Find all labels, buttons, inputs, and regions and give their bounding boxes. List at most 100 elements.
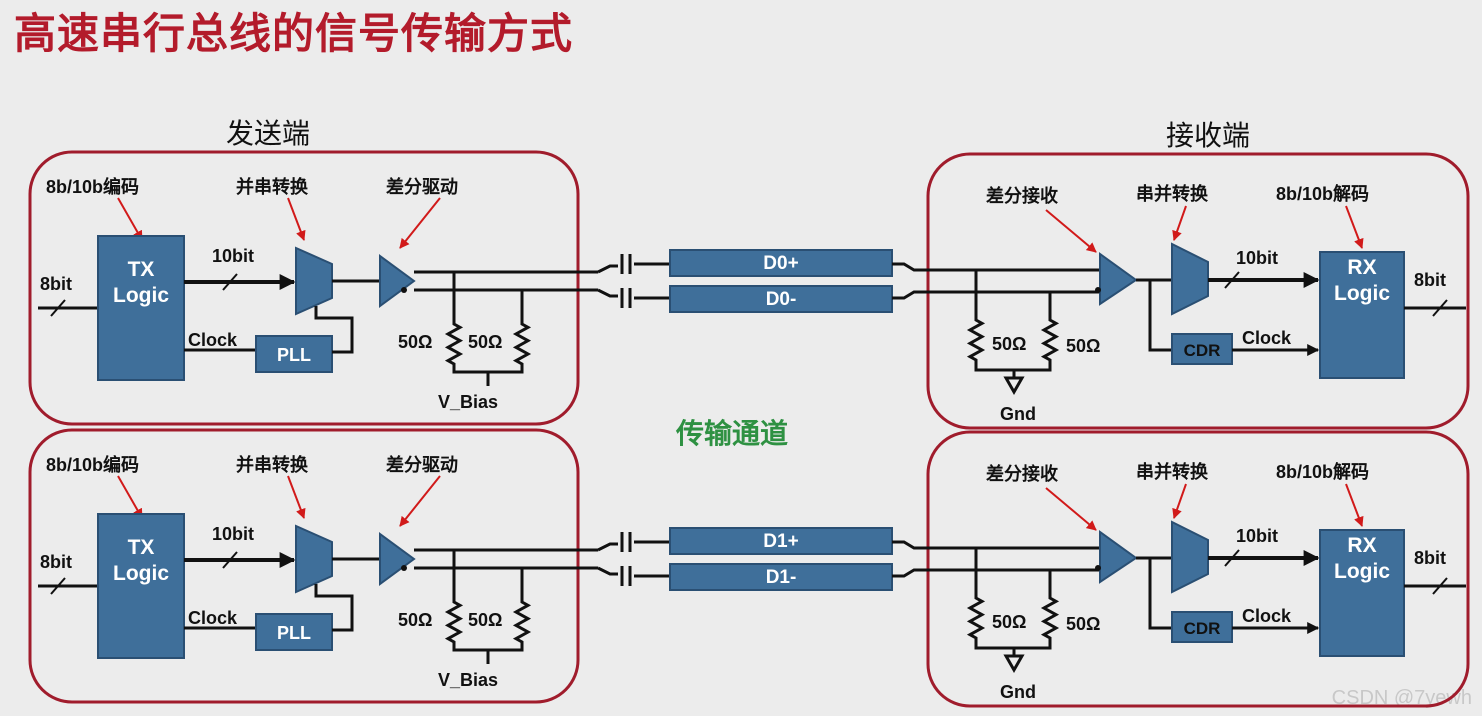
tx-r2	[512, 320, 532, 368]
rx-receiver-label: 差分接收	[986, 463, 1058, 484]
tx-logic-label-2: Logic	[113, 284, 169, 307]
rx-receiver-dot	[1095, 565, 1101, 571]
rx-deserializer-block	[1171, 520, 1209, 594]
tx-serializer-block	[295, 246, 333, 316]
rx-logic-label-1: RX	[1347, 256, 1376, 279]
ch-pos-left-lead	[597, 542, 618, 552]
rx-gnd-symbol	[1003, 654, 1025, 674]
tx-driver-invert-dot	[401, 565, 407, 571]
receiver-section-label: 接收端	[1166, 119, 1251, 152]
channel-label: 传输通道	[676, 417, 789, 450]
tx-driver-invert-dot	[401, 287, 407, 293]
tx-bias-bar	[452, 646, 524, 652]
rx-output-width: 8bit	[1414, 270, 1446, 290]
ch-pos-capacitor	[620, 532, 632, 552]
tx-driver-pointer	[399, 475, 441, 527]
tx-serializer-block	[295, 524, 333, 594]
rx-logic-label-2: Logic	[1334, 282, 1390, 305]
rx-r1-value: 50Ω	[992, 612, 1026, 632]
tx-serializer-label: 并串转换	[236, 176, 309, 197]
rx-deserializer-pointer	[1172, 205, 1187, 241]
tx-driver-label: 差分驱动	[386, 454, 458, 475]
rx-cdr-tap-line	[1148, 280, 1172, 352]
rx-bus-width: 10bit	[1236, 526, 1278, 546]
tx-encode-label: 8b/10b编码	[46, 176, 139, 197]
ch-neg-capacitor	[620, 288, 632, 308]
rx-receiver-pointer	[1045, 209, 1097, 253]
ch-neg-left-lead	[597, 566, 618, 576]
rx-bus-width: 10bit	[1236, 248, 1278, 268]
rx-decode-pointer	[1345, 205, 1364, 249]
rx-cdr-label: CDR	[1184, 619, 1221, 638]
tx-driver-label: 差分驱动	[386, 176, 458, 197]
rx-receiver-dot	[1095, 287, 1101, 293]
tx-encode-pointer	[117, 475, 143, 519]
rx-bus-slash	[1224, 549, 1240, 567]
tx-pll-block	[255, 613, 333, 651]
tx-pll-feedback-line	[314, 306, 354, 354]
rx-deserializer-label: 串并转换	[1136, 183, 1209, 204]
tx-r2-value: 50Ω	[468, 332, 502, 352]
page-title: 高速串行总线的信号传输方式	[14, 9, 574, 58]
rx-logic-block	[1319, 529, 1405, 657]
tx-bias-label: V_Bias	[438, 392, 498, 412]
rx-r1	[966, 596, 986, 640]
lane-0: 8b/10b编码 并串转换 差分驱动 8bit TX Logic 10bitClockPLL…	[28, 150, 1470, 430]
tx-container	[28, 150, 580, 426]
ch-neg-left-lead	[597, 288, 618, 298]
tx-input-width: 8bit	[40, 552, 72, 572]
tx-driver-pointer	[399, 197, 441, 249]
rx-decode-pointer	[1345, 483, 1364, 527]
tx-bias-label: V_Bias	[438, 670, 498, 690]
ch-neg-right-line	[892, 290, 1100, 300]
tx-r1-value: 50Ω	[398, 332, 432, 352]
rx-gnd-bar	[974, 640, 1052, 650]
rx-output-slash	[1432, 299, 1448, 317]
ch-pos-right-line	[892, 540, 1100, 550]
tx-input-width: 8bit	[40, 274, 72, 294]
rx-cdr-tap-line	[1148, 558, 1172, 630]
ch-neg-trace	[669, 285, 893, 313]
tx-encode-label: 8b/10b编码	[46, 454, 139, 475]
rx-logic-block	[1319, 251, 1405, 379]
rx-logic-label-2: Logic	[1334, 560, 1390, 583]
rx-decode-label: 8b/10b解码	[1276, 461, 1369, 482]
rx-bus-slash	[1224, 271, 1240, 289]
tx-r2-value: 50Ω	[468, 610, 502, 630]
tx-bus-slash	[222, 273, 238, 291]
rx-receiver-label: 差分接收	[986, 185, 1058, 206]
tx-bus-slash	[222, 551, 238, 569]
rx-receiver-block	[1099, 530, 1138, 584]
rx-gnd-label: Gnd	[1000, 404, 1036, 424]
tx-pll-label: PLL	[277, 345, 311, 365]
rx-clock-label: Clock	[1242, 328, 1292, 348]
ch-pos-capacitor	[620, 254, 632, 274]
rx-output-width: 8bit	[1414, 548, 1446, 568]
rx-r2	[1040, 318, 1060, 362]
tx-pll-block	[255, 335, 333, 373]
rx-cdr-label: CDR	[1184, 341, 1221, 360]
rx-deserializer-pointer	[1172, 483, 1187, 519]
tx-serializer-pointer	[287, 197, 306, 241]
rx-receiver-pointer	[1045, 487, 1097, 531]
tx-input-slash	[50, 299, 66, 317]
rx-gnd-bar	[974, 362, 1052, 372]
ch-neg-label: D0-	[766, 289, 797, 310]
ch-pos-label: D1+	[763, 531, 798, 552]
rx-deserializer-label: 串并转换	[1136, 461, 1209, 482]
tx-serializer-pointer	[287, 475, 306, 519]
rx-r1-value: 50Ω	[992, 334, 1026, 354]
ch-pos-left-lead	[597, 264, 618, 274]
tx-pll-label: PLL	[277, 623, 311, 643]
tx-clock-label: Clock	[188, 608, 238, 628]
rx-r2-value: 50Ω	[1066, 614, 1100, 634]
tx-logic-label-1: TX	[128, 258, 155, 281]
tx-container	[28, 428, 580, 704]
rx-r2	[1040, 596, 1060, 640]
tx-driver-block	[379, 254, 416, 308]
tx-bus-width: 10bit	[212, 524, 254, 544]
rx-decode-label: 8b/10b解码	[1276, 183, 1369, 204]
rx-cdr-block	[1171, 611, 1233, 643]
rx-gnd-label: Gnd	[1000, 682, 1036, 702]
transmitter-section-label: 发送端	[226, 117, 311, 150]
